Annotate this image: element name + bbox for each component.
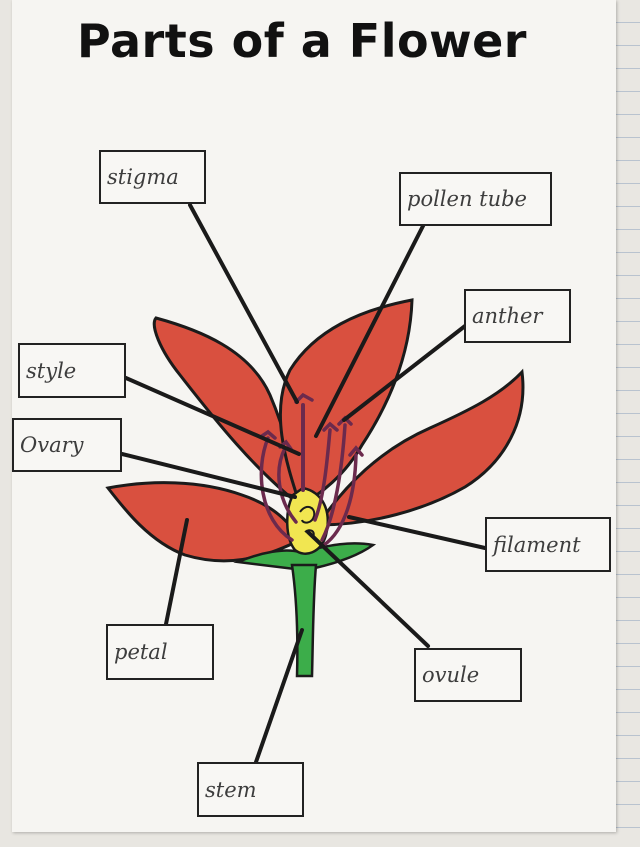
pointer-pollen-tube bbox=[314, 222, 426, 438]
pointer-filament bbox=[347, 515, 487, 550]
ovary-shape bbox=[286, 486, 329, 555]
page-title: Parts of a Flower bbox=[77, 14, 527, 68]
pointer-anther bbox=[342, 324, 467, 422]
label-stigma: stigma bbox=[99, 150, 206, 204]
label-anther: anther bbox=[464, 289, 571, 343]
label-pollen-tube: pollen tube bbox=[399, 172, 552, 226]
pointer-stigma bbox=[188, 203, 299, 404]
label-petal: petal bbox=[106, 624, 214, 680]
label-stem: stem bbox=[197, 762, 304, 817]
pointer-lines bbox=[120, 203, 487, 764]
petal-lower-left bbox=[105, 481, 303, 563]
pointer-ovule bbox=[306, 530, 430, 648]
style-stigma bbox=[294, 392, 314, 492]
label-ovary: Ovary bbox=[12, 418, 122, 472]
petal-right bbox=[315, 368, 525, 527]
petal-center bbox=[278, 298, 414, 508]
sepal bbox=[233, 542, 377, 572]
stem-shape bbox=[290, 563, 318, 678]
pointer-stem bbox=[254, 628, 304, 764]
label-style: style bbox=[18, 343, 126, 398]
pointer-style bbox=[124, 376, 301, 456]
pointer-petal bbox=[164, 518, 189, 626]
stamens bbox=[259, 415, 364, 547]
label-filament: filament bbox=[485, 517, 611, 572]
ovule-shape bbox=[299, 505, 316, 524]
label-ovule: ovule bbox=[414, 648, 522, 702]
pointer-ovary bbox=[120, 452, 297, 499]
stem-group bbox=[233, 542, 377, 678]
